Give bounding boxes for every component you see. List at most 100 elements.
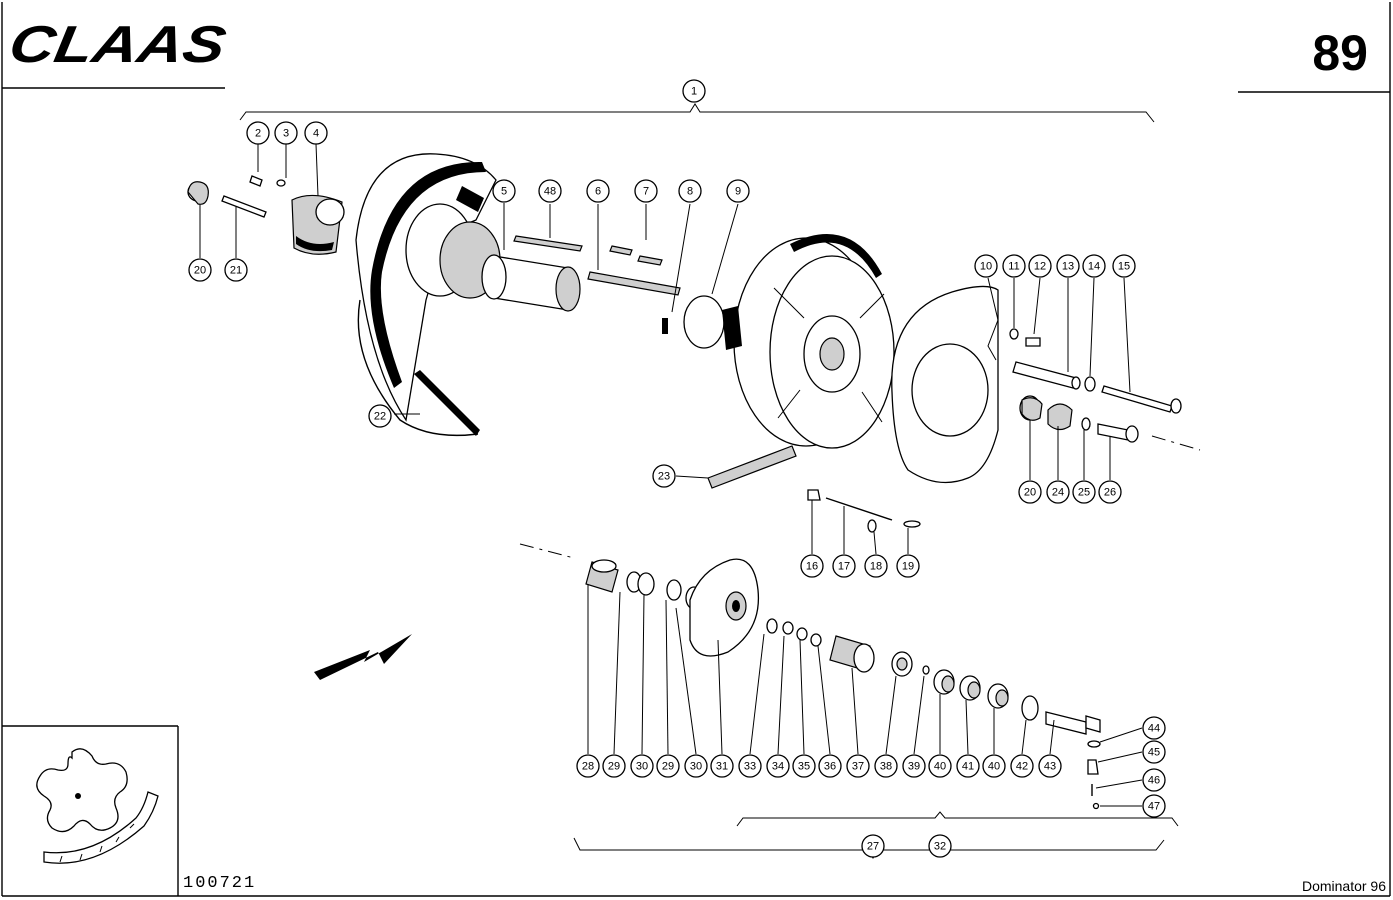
callout-47: 47	[1142, 794, 1166, 818]
coupling-part-37	[829, 635, 875, 755]
callout-7: 7	[634, 179, 658, 203]
callout-number: 32	[934, 841, 946, 853]
callout-30: 30	[630, 754, 654, 778]
callout-circle	[1010, 754, 1034, 778]
callout-11: 11	[1002, 254, 1026, 278]
callout-circle	[1098, 480, 1122, 504]
callout-number: 26	[1104, 487, 1116, 499]
callout-number: 30	[690, 761, 702, 773]
callout-number: 47	[1148, 801, 1160, 813]
callout-circle	[832, 554, 856, 578]
callout-number: 7	[643, 186, 649, 198]
bushing-part-20b	[1019, 395, 1043, 480]
callout-24: 24	[1046, 480, 1070, 504]
callout-43: 43	[1038, 754, 1062, 778]
callout-circle	[1142, 740, 1166, 764]
callout-4: 4	[304, 121, 328, 145]
assembly-brace-1	[239, 103, 1155, 123]
callout-circle	[1028, 254, 1052, 278]
bearing-part-38	[885, 651, 913, 755]
part-47	[1092, 802, 1142, 810]
callout-39: 39	[902, 754, 926, 778]
callout-number: 25	[1078, 487, 1090, 499]
callout-number: 34	[772, 761, 784, 773]
axis-dash-upper	[1151, 435, 1201, 451]
callout-number: 9	[735, 186, 741, 198]
callout-circle	[634, 179, 658, 203]
callout-31: 31	[710, 754, 734, 778]
callout-circle	[652, 464, 676, 488]
callout-2: 2	[246, 121, 270, 145]
washer-part-35	[796, 627, 808, 755]
part-16	[807, 489, 821, 554]
callout-number: 31	[716, 761, 728, 773]
callout-20: 20	[1018, 480, 1042, 504]
callout-circle	[766, 754, 790, 778]
callout-circle	[678, 179, 702, 203]
nut-part-36	[810, 633, 831, 755]
oring-part-9	[683, 203, 739, 349]
callout-16: 16	[800, 554, 824, 578]
callout-circle	[874, 754, 898, 778]
callout-13: 13	[1056, 254, 1080, 278]
callout-30: 30	[684, 754, 708, 778]
callout-number: 12	[1034, 261, 1046, 273]
callout-number: 20	[194, 265, 206, 277]
callout-number: 29	[662, 761, 674, 773]
callout-number: 15	[1118, 261, 1130, 273]
callout-46: 46	[1142, 768, 1166, 792]
bolt-part-12	[1025, 277, 1041, 347]
callout-number: 6	[595, 186, 601, 198]
callout-circle	[928, 754, 952, 778]
callout-number: 2	[255, 128, 261, 140]
circlip-part-33	[749, 618, 778, 755]
callout-circle	[274, 121, 298, 145]
callout-22: 22	[368, 404, 392, 428]
callout-circle	[846, 754, 870, 778]
bearing-part-40b	[987, 683, 1009, 754]
callout-circle	[710, 754, 734, 778]
callout-circle	[982, 754, 1006, 778]
callout-number: 24	[1052, 487, 1064, 499]
sleeve-part-5	[481, 203, 581, 312]
callout-18: 18	[864, 554, 888, 578]
washer-part-3	[276, 144, 287, 187]
callout-number: 33	[744, 761, 756, 773]
callout-number: 39	[908, 761, 920, 773]
callout-number: 44	[1148, 723, 1160, 735]
callout-circle	[1056, 254, 1080, 278]
arrow-direction-indicator	[314, 634, 412, 680]
callout-circle	[576, 754, 600, 778]
nipple-part-45	[1087, 751, 1143, 775]
callout-10: 10	[974, 254, 998, 278]
callout-circle	[956, 754, 980, 778]
callout-circle	[1142, 716, 1166, 740]
model-label: Dominator 96	[1302, 878, 1386, 894]
sleeve-part-13	[1012, 278, 1081, 390]
callout-circle	[602, 754, 626, 778]
callout-number: 46	[1148, 775, 1160, 787]
callout-circle	[1142, 768, 1166, 792]
callout-number: 41	[962, 761, 974, 773]
callout-number: 5	[501, 186, 507, 198]
callout-number: 3	[283, 128, 289, 140]
callout-circle	[800, 554, 824, 578]
callout-number: 4	[313, 128, 319, 140]
callout-38: 38	[874, 754, 898, 778]
callout-circle	[1038, 754, 1062, 778]
callout-40: 40	[928, 754, 952, 778]
callout-number: 13	[1062, 261, 1074, 273]
bearing-part-41	[959, 675, 981, 755]
callout-circle	[864, 554, 888, 578]
callout-19: 19	[896, 554, 920, 578]
inset-starwheel-diagram	[36, 748, 159, 864]
callout-36: 36	[818, 754, 842, 778]
callout-1: 1	[682, 79, 706, 103]
callout-number: 8	[687, 186, 693, 198]
flange-part-31	[689, 558, 760, 755]
callout-number: 28	[582, 761, 594, 773]
callout-circle	[1072, 480, 1096, 504]
callout-circle	[538, 179, 562, 203]
